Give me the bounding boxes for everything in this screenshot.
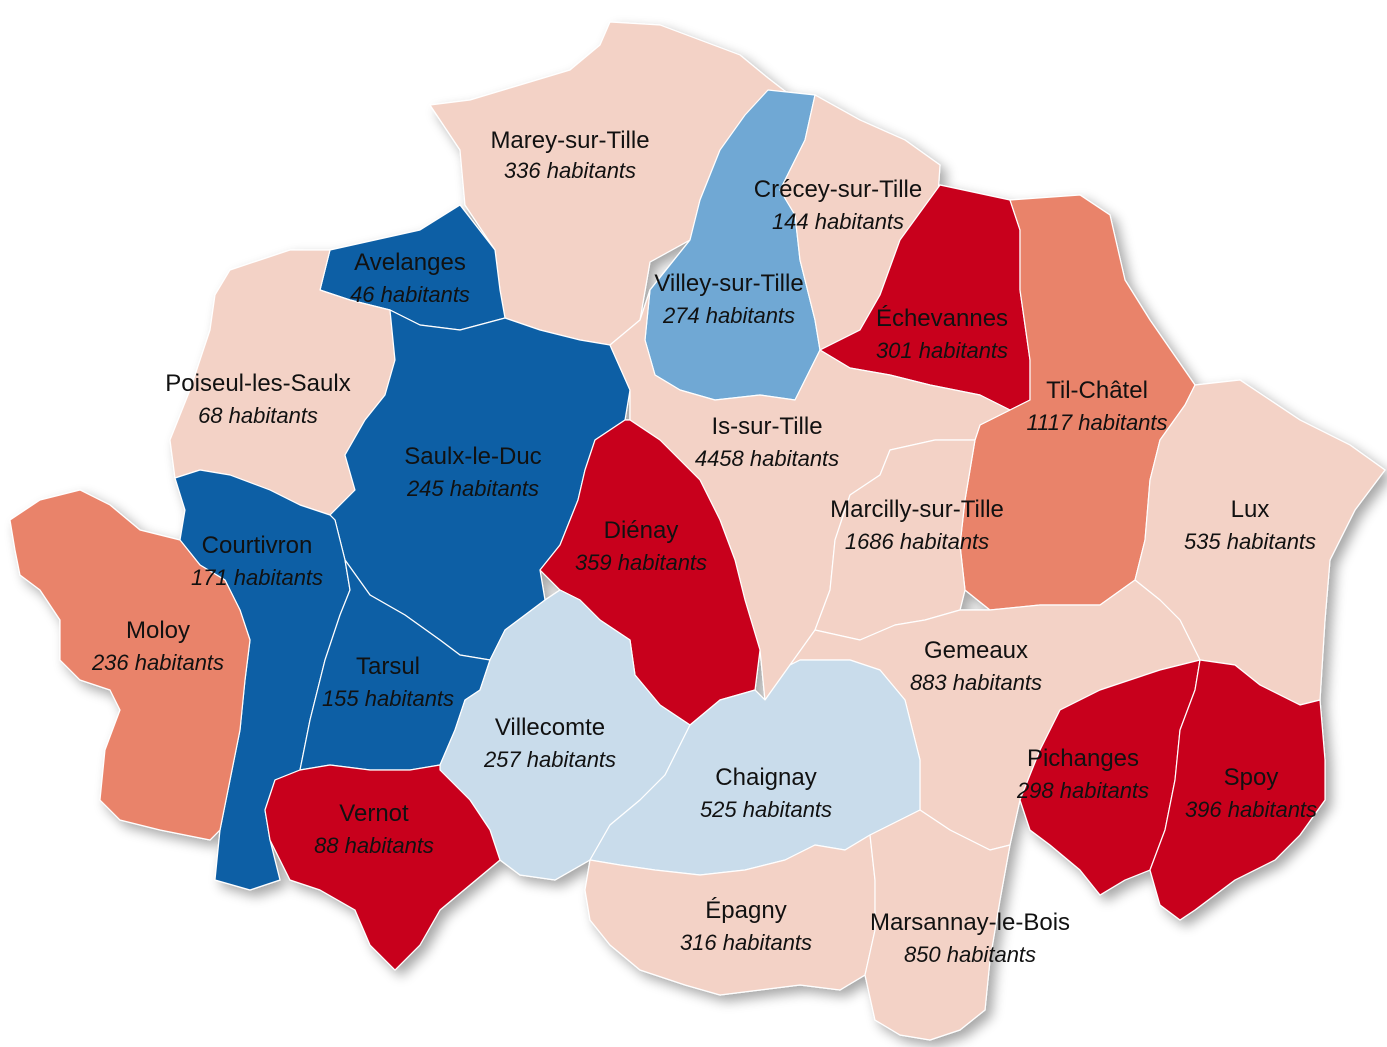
label-population-poiseul-les-saulx: 68 habitants (198, 403, 318, 428)
label-name-dienay: Diénay (604, 517, 679, 544)
label-name-poiseul-les-saulx: Poiseul-les-Saulx (165, 370, 350, 397)
label-population-gemeaux: 883 habitants (910, 670, 1042, 695)
label-name-is-sur-tille: Is-sur-Tille (711, 413, 822, 440)
region-spoy[interactable] (1149, 659, 1326, 921)
label-name-villey-sur-tille: Villey-sur-Tille (654, 270, 803, 297)
label-name-marcilly-sur-tille: Marcilly-sur-Tille (830, 496, 1004, 523)
label-population-marsannay-le-bois: 850 habitants (904, 942, 1036, 967)
label-population-avelanges: 46 habitants (350, 282, 470, 307)
commune-labels: Marey-sur-Tille 336 habitants Crécey-sur… (91, 127, 1317, 967)
label-name-tarsul: Tarsul (356, 653, 420, 680)
label-population-dienay: 359 habitants (575, 550, 707, 575)
label-population-epagny: 316 habitants (680, 930, 812, 955)
label-name-vernot: Vernot (339, 800, 409, 827)
region-vernot[interactable] (264, 764, 501, 971)
label-population-marey-sur-tille: 336 habitants (504, 158, 636, 183)
label-population-courtivron: 171 habitants (191, 565, 323, 590)
label-population-saulx-le-duc: 245 habitants (406, 476, 539, 501)
label-name-villecomte: Villecomte (495, 714, 605, 741)
commune-regions (9, 21, 1386, 1041)
label-population-pichanges: 298 habitants (1016, 778, 1149, 803)
label-population-villey-sur-tille: 274 habitants (662, 303, 795, 328)
label-name-til-chatel: Til-Châtel (1046, 377, 1148, 404)
label-population-til-chatel: 1117 habitants (1026, 410, 1167, 435)
label-name-pichanges: Pichanges (1027, 745, 1139, 772)
label-population-spoy: 396 habitants (1185, 797, 1317, 822)
label-name-courtivron: Courtivron (202, 532, 313, 559)
label-name-chaignay: Chaignay (715, 764, 816, 791)
label-population-crecey-sur-tille: 144 habitants (772, 209, 904, 234)
label-name-avelanges: Avelanges (354, 249, 466, 276)
label-population-vernot: 88 habitants (314, 833, 434, 858)
label-name-marsannay-le-bois: Marsannay-le-Bois (870, 909, 1070, 936)
label-population-tarsul: 155 habitants (322, 686, 454, 711)
label-population-moloy: 236 habitants (91, 650, 224, 675)
label-name-marey-sur-tille: Marey-sur-Tille (490, 127, 649, 154)
label-name-moloy: Moloy (126, 617, 190, 644)
label-population-villecomte: 257 habitants (483, 747, 616, 772)
label-population-marcilly-sur-tille: 1686 habitants (845, 529, 989, 554)
label-name-saulx-le-duc: Saulx-le-Duc (404, 443, 541, 470)
label-population-echevannes: 301 habitants (876, 338, 1008, 363)
label-population-chaignay: 525 habitants (700, 797, 832, 822)
region-moloy[interactable] (9, 489, 251, 841)
region-marsannay-le-bois[interactable] (864, 809, 1011, 1041)
label-name-epagny: Épagny (705, 897, 786, 924)
label-name-echevannes: Échevannes (876, 305, 1008, 332)
label-population-lux: 535 habitants (1184, 529, 1316, 554)
label-name-spoy: Spoy (1224, 764, 1279, 791)
label-name-crecey-sur-tille: Crécey-sur-Tille (754, 176, 922, 203)
label-population-is-sur-tille: 4458 habitants (695, 446, 839, 471)
label-name-gemeaux: Gemeaux (924, 637, 1028, 664)
label-name-lux: Lux (1231, 496, 1270, 523)
